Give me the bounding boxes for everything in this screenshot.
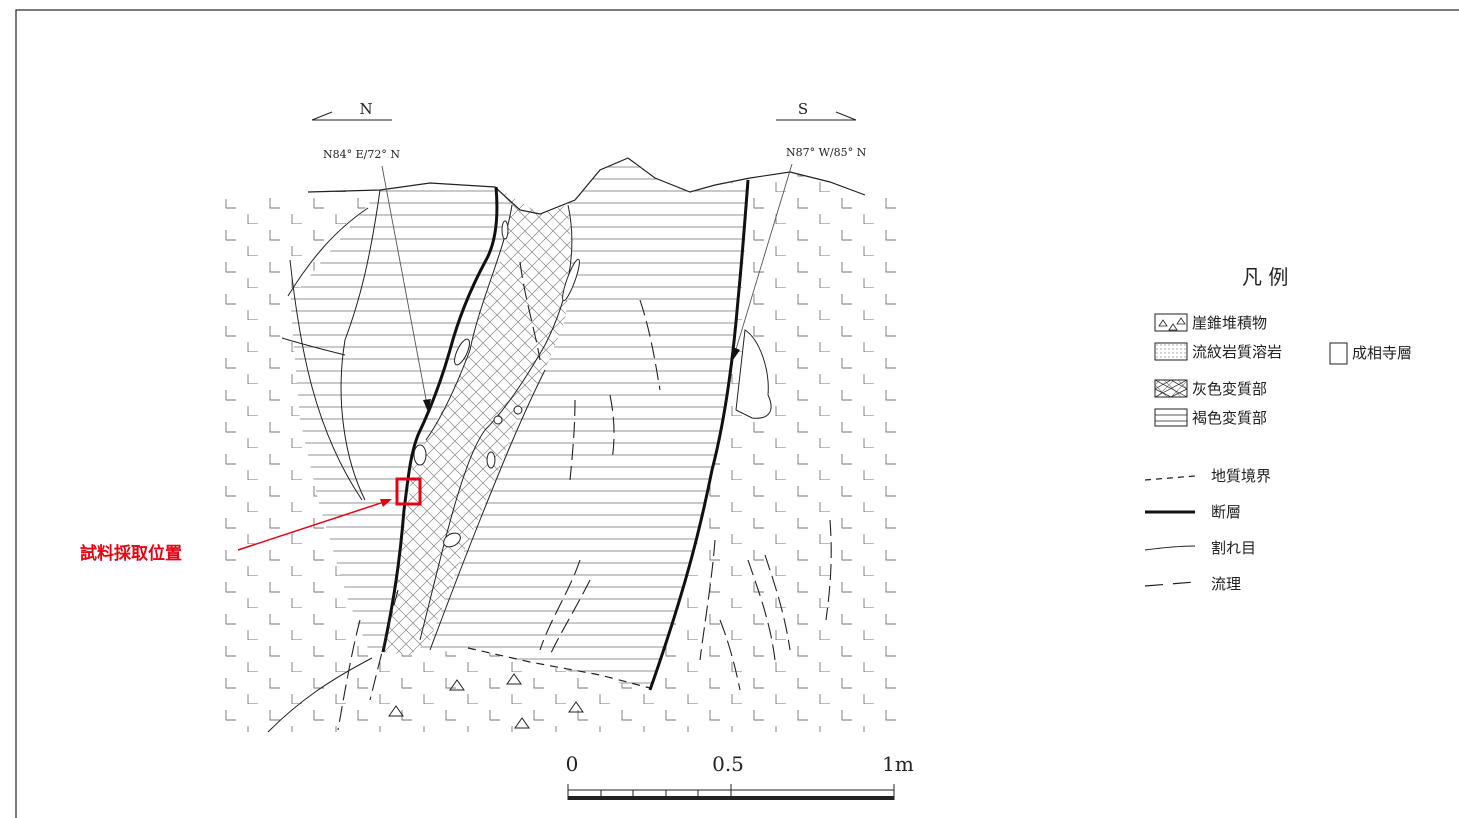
scale-half-label: 0.5 xyxy=(712,752,744,776)
fault-right-arrowhead xyxy=(733,347,740,360)
long-dash-line-icon xyxy=(1144,581,1196,587)
legend-label-fault: 断層 xyxy=(1211,503,1241,521)
south-label: S xyxy=(798,100,808,118)
fault-right xyxy=(648,179,750,691)
thin-line-icon xyxy=(1144,545,1196,551)
legend-label-geologic-boundary: 地質境界 xyxy=(1211,467,1271,485)
scale-one-label: 1m xyxy=(882,752,914,776)
crack-line xyxy=(267,657,373,733)
legend-label-scree: 崖錐堆積物 xyxy=(1192,314,1267,332)
sample-location-arrow xyxy=(237,499,391,551)
sample-arrowhead xyxy=(380,499,392,507)
scale-bar: 0 0.5 1m xyxy=(566,752,914,800)
geologic-boundary xyxy=(467,647,651,689)
legend-label-brown-alteration: 褐色変質部 xyxy=(1192,409,1267,427)
legend-label-crack: 割れ目 xyxy=(1211,539,1256,557)
fault-right-attitude: N87° W/85° N xyxy=(786,146,867,159)
south-indicator: S xyxy=(776,100,857,121)
flow-structures xyxy=(337,261,832,731)
legend-label-grey-alteration: 灰色変質部 xyxy=(1192,380,1267,398)
plain-box-icon xyxy=(1329,342,1348,365)
crack-line xyxy=(340,189,381,501)
legend-label-formation: 成相寺層 xyxy=(1352,344,1412,362)
crack-line xyxy=(287,207,369,297)
crack-line xyxy=(289,259,363,501)
figure-frame xyxy=(15,9,1459,818)
scree-triangles-icon xyxy=(1154,313,1188,332)
sample-location-marker xyxy=(395,477,422,506)
topographic-surface xyxy=(307,157,866,215)
legend-title: 凡 例 xyxy=(1242,265,1288,289)
scale-zero-label: 0 xyxy=(566,752,579,776)
north-label: N xyxy=(359,100,372,118)
scree-deposits xyxy=(388,673,584,729)
lens-inclusions xyxy=(413,220,580,548)
legend-label-rhyolite: 流紋岩質溶岩 xyxy=(1192,343,1282,361)
fault-left xyxy=(381,186,499,653)
fault-right-leader xyxy=(733,163,793,357)
crack-line xyxy=(281,337,346,356)
rhyolite-dots-icon xyxy=(1154,342,1188,361)
legend-label-flow: 流理 xyxy=(1211,575,1241,593)
north-indicator: N xyxy=(311,100,392,121)
fault-left-attitude: N84° E/72° N xyxy=(323,148,400,161)
dashed-line-icon xyxy=(1144,475,1196,481)
horizontal-lines-icon xyxy=(1154,408,1188,427)
sample-location-label: 試料採取位置 xyxy=(80,543,182,564)
fault-left-arrowhead xyxy=(423,399,431,412)
legend: 凡 例 崖錐堆積物 流紋岩質溶岩 成相寺層 灰色変質部 褐色変質部 地質境界 断… xyxy=(1144,265,1412,593)
fault-left-leader xyxy=(381,165,429,411)
